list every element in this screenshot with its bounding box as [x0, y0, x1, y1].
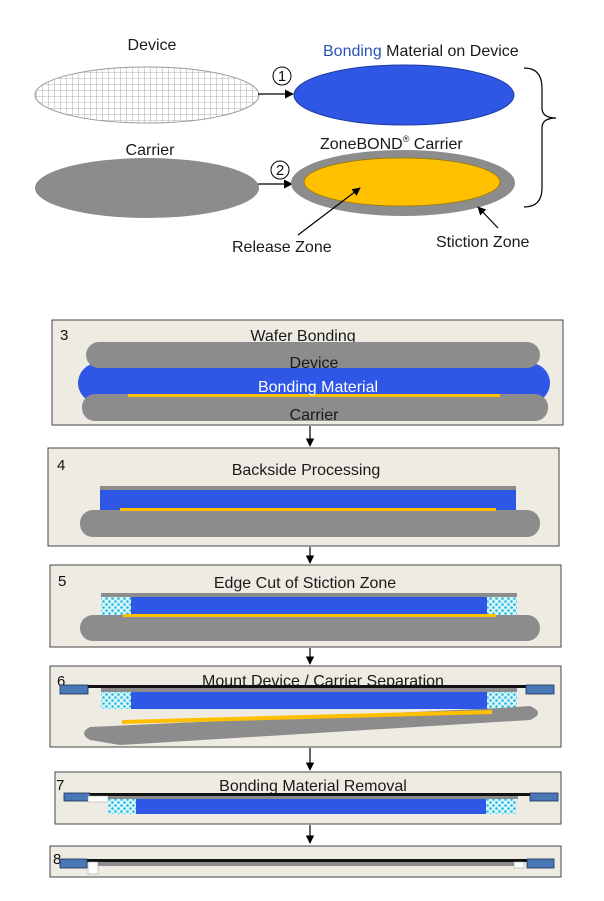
release-layer [123, 614, 496, 617]
frame-right [526, 858, 555, 869]
overview-section: Device 1 Bonding Material on Device Carr… [34, 37, 557, 256]
thinned-device-layer [100, 486, 516, 490]
step-2-circle [270, 160, 290, 180]
step-8-panel: 8 [49, 845, 562, 878]
mounting-tape [85, 859, 527, 862]
release-layer [120, 508, 496, 511]
step-6-number: 6 [57, 673, 65, 690]
tape-gap [87, 795, 109, 803]
frame-left [59, 858, 88, 869]
step-5-title: Edge Cut of Stiction Zone [214, 575, 396, 592]
bonding-material-layer [131, 692, 487, 709]
step-4-number: 4 [57, 457, 65, 474]
step-1-number: 1 [278, 68, 286, 85]
bonding-material-layer [136, 799, 486, 814]
carrier-layer [80, 510, 540, 537]
edge-cut-left [101, 692, 131, 709]
tape-gap-left [87, 861, 99, 875]
release-zone-arrow [297, 187, 361, 236]
edge-cut-left [108, 799, 136, 814]
carrier-wafer [35, 158, 259, 218]
step-4-panel: 4 Backside Processing [47, 447, 560, 547]
frame-right [525, 684, 555, 695]
carrier-label: Carrier [126, 142, 176, 159]
device-label: Device [128, 37, 177, 54]
mounting-tape [88, 793, 530, 796]
bonding-on-device-label: Bonding Material on Device [323, 43, 519, 60]
stiction-zone-arrow [477, 206, 499, 229]
frame-right [529, 792, 559, 802]
step-7-title: Bonding Material Removal [219, 778, 407, 795]
step-3-carrier-label: Carrier [290, 407, 340, 424]
step-2-number: 2 [276, 162, 284, 179]
bonding-material-layer [131, 597, 487, 615]
device-layer [86, 342, 540, 368]
right-brace [523, 67, 557, 208]
step-4-title: Backside Processing [232, 462, 381, 479]
frame-left [59, 684, 89, 695]
step-3-number: 3 [60, 327, 68, 344]
tape-gap-right [513, 861, 525, 869]
carrier-layer [80, 615, 540, 641]
edge-cut-right [486, 799, 516, 814]
edge-cut-right [487, 692, 517, 709]
step-3-bonding-label: Bonding Material [258, 379, 378, 396]
step-7-panel: 7 Bonding Material Removal [54, 771, 562, 825]
step-5-number: 5 [58, 573, 66, 590]
step-8-number: 8 [53, 851, 61, 868]
step-7-number: 7 [56, 777, 64, 794]
step-1-circle [272, 66, 292, 86]
zonebond-carrier-label: ZoneBOND® Carrier [320, 134, 463, 153]
bonding-center [107, 372, 519, 394]
carrier-layer [82, 394, 548, 421]
thinned-device-layer [101, 688, 517, 692]
step-3-title: Wafer Bonding [250, 328, 355, 345]
final-device-layer [98, 862, 514, 866]
thinned-device-layer [101, 593, 517, 597]
release-layer [128, 394, 500, 397]
frame-left [63, 792, 91, 802]
step-5-panel: 5 Edge Cut of Stiction Zone [49, 564, 562, 648]
step-6-panel: 6 Mount Device / Carrier Separation [49, 665, 562, 748]
release-zone-label: Release Zone [232, 239, 332, 256]
device-wafer [34, 66, 260, 124]
step-3-panel: 3 Wafer Bonding Device Bonding Material … [51, 319, 564, 426]
edge-cut-left [101, 597, 131, 615]
bonding-material-layer [100, 490, 516, 510]
step-3-device-label: Device [290, 355, 339, 372]
release-layer [122, 710, 492, 724]
mounting-tape [86, 685, 526, 688]
bonding-material-wafer [293, 64, 515, 126]
stiction-zone-label: Stiction Zone [436, 234, 529, 251]
release-zone-area [303, 157, 501, 207]
edge-cut-right [487, 597, 517, 615]
thinned-device-layer [108, 796, 518, 799]
